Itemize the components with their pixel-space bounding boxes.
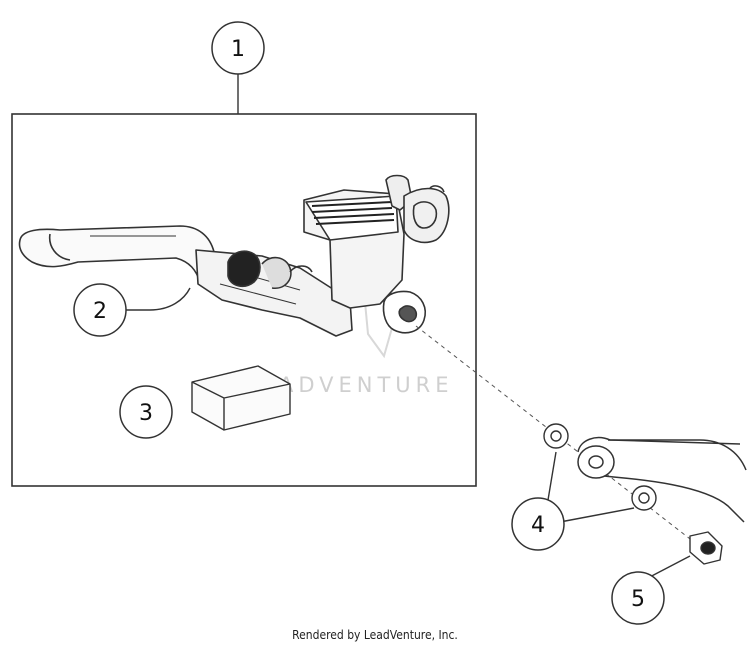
- svg-text:3: 3: [139, 401, 153, 426]
- svg-text:5: 5: [631, 587, 645, 612]
- brake-hose-drawing: [577, 436, 747, 523]
- callout-3: 3: [119, 385, 173, 439]
- instruction-card-drawing: [191, 365, 291, 431]
- callout-5: 5: [611, 571, 665, 625]
- lower-washer-drawing: [631, 485, 657, 511]
- brake-lever-drawing: [18, 225, 353, 337]
- svg-text:4: 4: [531, 513, 545, 538]
- callout-1: 1: [211, 21, 265, 75]
- master-cylinder-drawing: [303, 174, 450, 334]
- assembly-box: [11, 113, 477, 487]
- svg-text:2: 2: [93, 299, 107, 324]
- upper-washer-drawing: [543, 423, 569, 449]
- svg-text:1: 1: [231, 37, 245, 62]
- banjo-bolt-drawing: [689, 531, 723, 565]
- callout-4: 4: [511, 497, 565, 551]
- footer-credit: Rendered by LeadVenture, Inc.: [292, 628, 458, 642]
- callout-2: 2: [73, 283, 127, 337]
